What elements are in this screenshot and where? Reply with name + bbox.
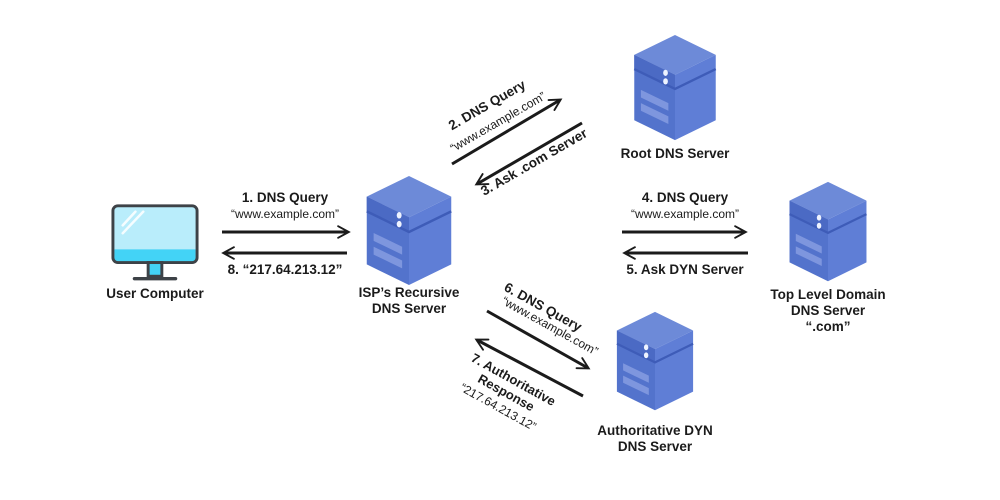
node-label: ISP’s Recursive DNS Server — [358, 285, 460, 317]
arrow-step-6 — [486, 309, 591, 370]
edge-4-value: “www.example.com” — [630, 207, 740, 221]
node-label: Authoritative DYN DNS Server — [597, 423, 713, 455]
node-sublabel: “.com” — [805, 319, 851, 334]
node-label: User Computer — [106, 286, 204, 301]
node-tld-dns: Top Level Domain DNS Server “.com” — [770, 181, 886, 336]
arrow-step-2 — [451, 98, 563, 166]
node-label: Root DNS Server — [620, 146, 730, 161]
edge-5-label: 5. Ask DYN Server — [626, 262, 744, 277]
edge-8-label: 8. “217.64.213.12” — [227, 262, 343, 277]
server-icon — [366, 175, 452, 286]
node-authoritative-dns: Authoritative DYN DNS Server — [597, 311, 713, 461]
edge-1-value: “www.example.com” — [230, 207, 340, 221]
server-icon — [633, 34, 717, 141]
node-isp-recursive-dns: ISP’s Recursive DNS Server — [359, 175, 459, 320]
monitor-icon — [111, 204, 199, 281]
arrow-step-7 — [474, 338, 584, 398]
edge-4-label: 4. DNS Query — [641, 190, 729, 205]
arrow-step-3 — [474, 121, 583, 186]
node-root-dns: Root DNS Server — [621, 34, 729, 164]
node-label: Top Level Domain DNS Server — [770, 287, 886, 319]
node-user-computer: User Computer — [106, 202, 204, 302]
server-icon — [616, 311, 694, 411]
server-icon — [789, 181, 867, 282]
edge-1-label: 1. DNS Query — [241, 190, 329, 205]
